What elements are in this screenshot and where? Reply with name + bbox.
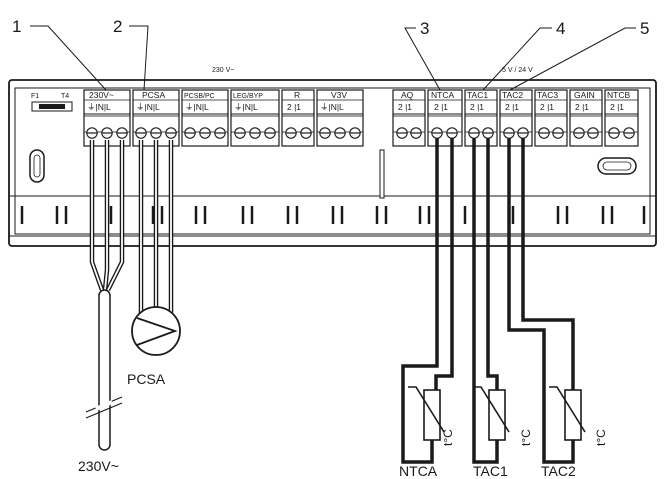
mounting-slot-right (597, 157, 637, 175)
callout-5: 5 (640, 19, 649, 38)
fuse: F1 T4 (31, 93, 73, 112)
terminal-pins-r: 2 |1 (287, 102, 301, 112)
terminal-block-230v: 230V~ ⏚|N|L (83, 89, 131, 147)
terminal-pins-ntca: 2 |1 (434, 102, 448, 112)
terminal-pins-tac2: 2 |1 (505, 102, 519, 112)
callout-1: 1 (12, 17, 21, 36)
terminal-label-ntcb: NTCB (607, 90, 630, 100)
terminal-block-tac3: TAC3 2 |1 (534, 89, 568, 147)
terminal-block-pcsb: PCSB/PC ⏚|N|L (181, 89, 229, 147)
sensor-ntca: t°C (408, 386, 455, 446)
terminal-label-gain: GAIN (574, 90, 595, 100)
terminal-pins-tac3: 2 |1 (540, 102, 554, 112)
divider-bar (379, 149, 385, 199)
terminal-pins-pcsb: ⏚|N|L (185, 102, 209, 112)
sensor-ntca-unit: t°C (441, 429, 455, 446)
terminal-block-pcsa: PCSA ⏚|N|L (132, 89, 180, 147)
terminal-label-v3v: V3V (331, 90, 347, 100)
terminal-block-ntcb: NTCB 2 |1 (604, 89, 639, 147)
sensor-tac1: t°C (473, 386, 533, 446)
terminal-pins-aq: 2 |1 (398, 102, 412, 112)
terminal-label-tac1: TAC1 (467, 90, 488, 100)
sensor-tac2: t°C (549, 386, 608, 446)
label-pump: PCSA (127, 371, 166, 387)
terminal-block-leg: LEG/BYP ⏚|N|L (230, 89, 280, 147)
sensor-tac2-unit: t°C (594, 429, 608, 446)
sensor-tac1-unit: t°C (519, 429, 533, 446)
terminal-block-gain: GAIN 2 |1 (569, 89, 603, 147)
pump-symbol (131, 306, 181, 356)
callout-3: 3 (420, 19, 429, 38)
label-tac1: TAC1 (473, 463, 508, 479)
terminal-label-pcsa: PCSA (142, 90, 165, 100)
terminal-pins-tac1: 2 |1 (470, 102, 484, 112)
supply-cable (85, 140, 125, 451)
callout-2: 2 (113, 17, 122, 36)
control-board (8, 79, 657, 247)
terminal-pins-gain: 2 |1 (575, 102, 589, 112)
terminal-block-v3v: V3V ⏚|N|L (316, 89, 364, 147)
callout-4: 4 (556, 19, 565, 38)
terminal-pins-230v: ⏚|N|L (87, 102, 111, 112)
terminal-label-tac2: TAC2 (502, 90, 523, 100)
mounting-slot-left (29, 149, 45, 183)
label-supply: 230V~ (78, 458, 119, 474)
pump-cable (138, 140, 174, 316)
label-tac2: TAC2 (541, 463, 576, 479)
terminal-block-r: R 2 |1 (281, 89, 315, 147)
terminal-pins-v3v: ⏚|N|L (320, 102, 344, 112)
terminal-label-230v: 230V~ (89, 90, 114, 100)
terminal-pins-pcsa: ⏚|N|L (136, 102, 160, 112)
terminal-label-tac3: TAC3 (537, 90, 558, 100)
terminal-block-ntca: NTCA 2 |1 (427, 89, 463, 147)
terminal-label-ntca: NTCA (431, 90, 454, 100)
terminal-pins-ntcb: 2 |1 (610, 102, 624, 112)
terminal-block-tac2: TAC2 2 |1 (499, 89, 533, 147)
terminal-label-pcsb: PCSB/PC (184, 93, 215, 100)
label-ntca: NTCA (399, 463, 438, 479)
sensor-wires (401, 138, 575, 464)
terminal-pins-leg: ⏚|N|L (234, 102, 258, 112)
terminal-block-aq: AQ 2 |1 (392, 89, 426, 147)
voltage-label-low: 5 V / 24 V (502, 67, 533, 74)
fuse-label: F1 (31, 93, 39, 100)
terminal-block-tac1: TAC1 2 |1 (464, 89, 498, 147)
voltage-label-high: 230 V~ (212, 67, 234, 74)
terminal-label-aq: AQ (401, 90, 414, 100)
fuse-rating: T4 (61, 93, 69, 100)
callout-leaders (30, 25, 636, 91)
vent-slots (20, 206, 646, 224)
terminal-label-leg: LEG/BYP (233, 93, 263, 100)
terminal-label-r: R (294, 90, 300, 100)
